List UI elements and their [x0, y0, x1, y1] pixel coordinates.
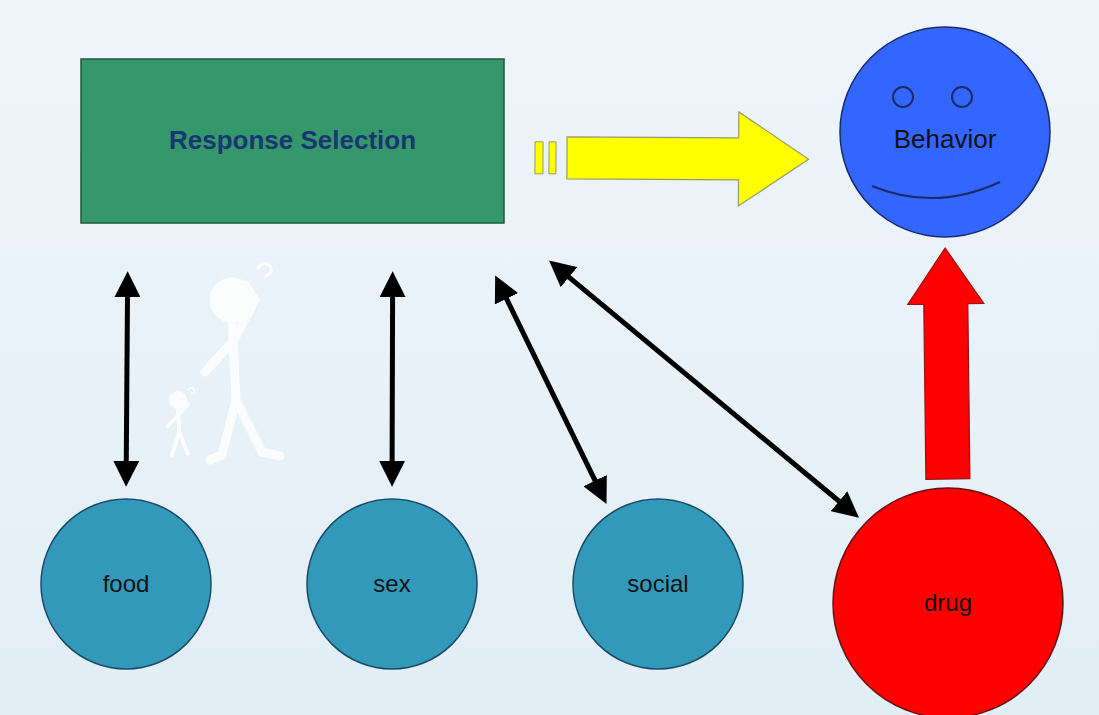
reward-circle: social	[572, 498, 744, 670]
reward-circle: sex	[306, 498, 478, 670]
behavior-circle: Behavior	[839, 26, 1051, 238]
block-arrow	[908, 248, 984, 479]
double-arrow	[565, 274, 843, 505]
block-arrow	[535, 112, 809, 206]
node-label: drug	[924, 589, 972, 617]
node-label: sex	[373, 570, 410, 598]
double-arrow	[126, 292, 127, 466]
double-arrow	[504, 294, 597, 485]
reward-circle: food	[40, 498, 212, 670]
node-label: Behavior	[894, 125, 997, 155]
drug-circle: drug	[832, 487, 1064, 715]
node-label: food	[103, 570, 150, 598]
node-label: social	[627, 570, 688, 598]
double-arrow	[392, 292, 394, 466]
node-label: Response Selection	[169, 126, 416, 156]
process-box: Response Selection	[80, 58, 505, 224]
